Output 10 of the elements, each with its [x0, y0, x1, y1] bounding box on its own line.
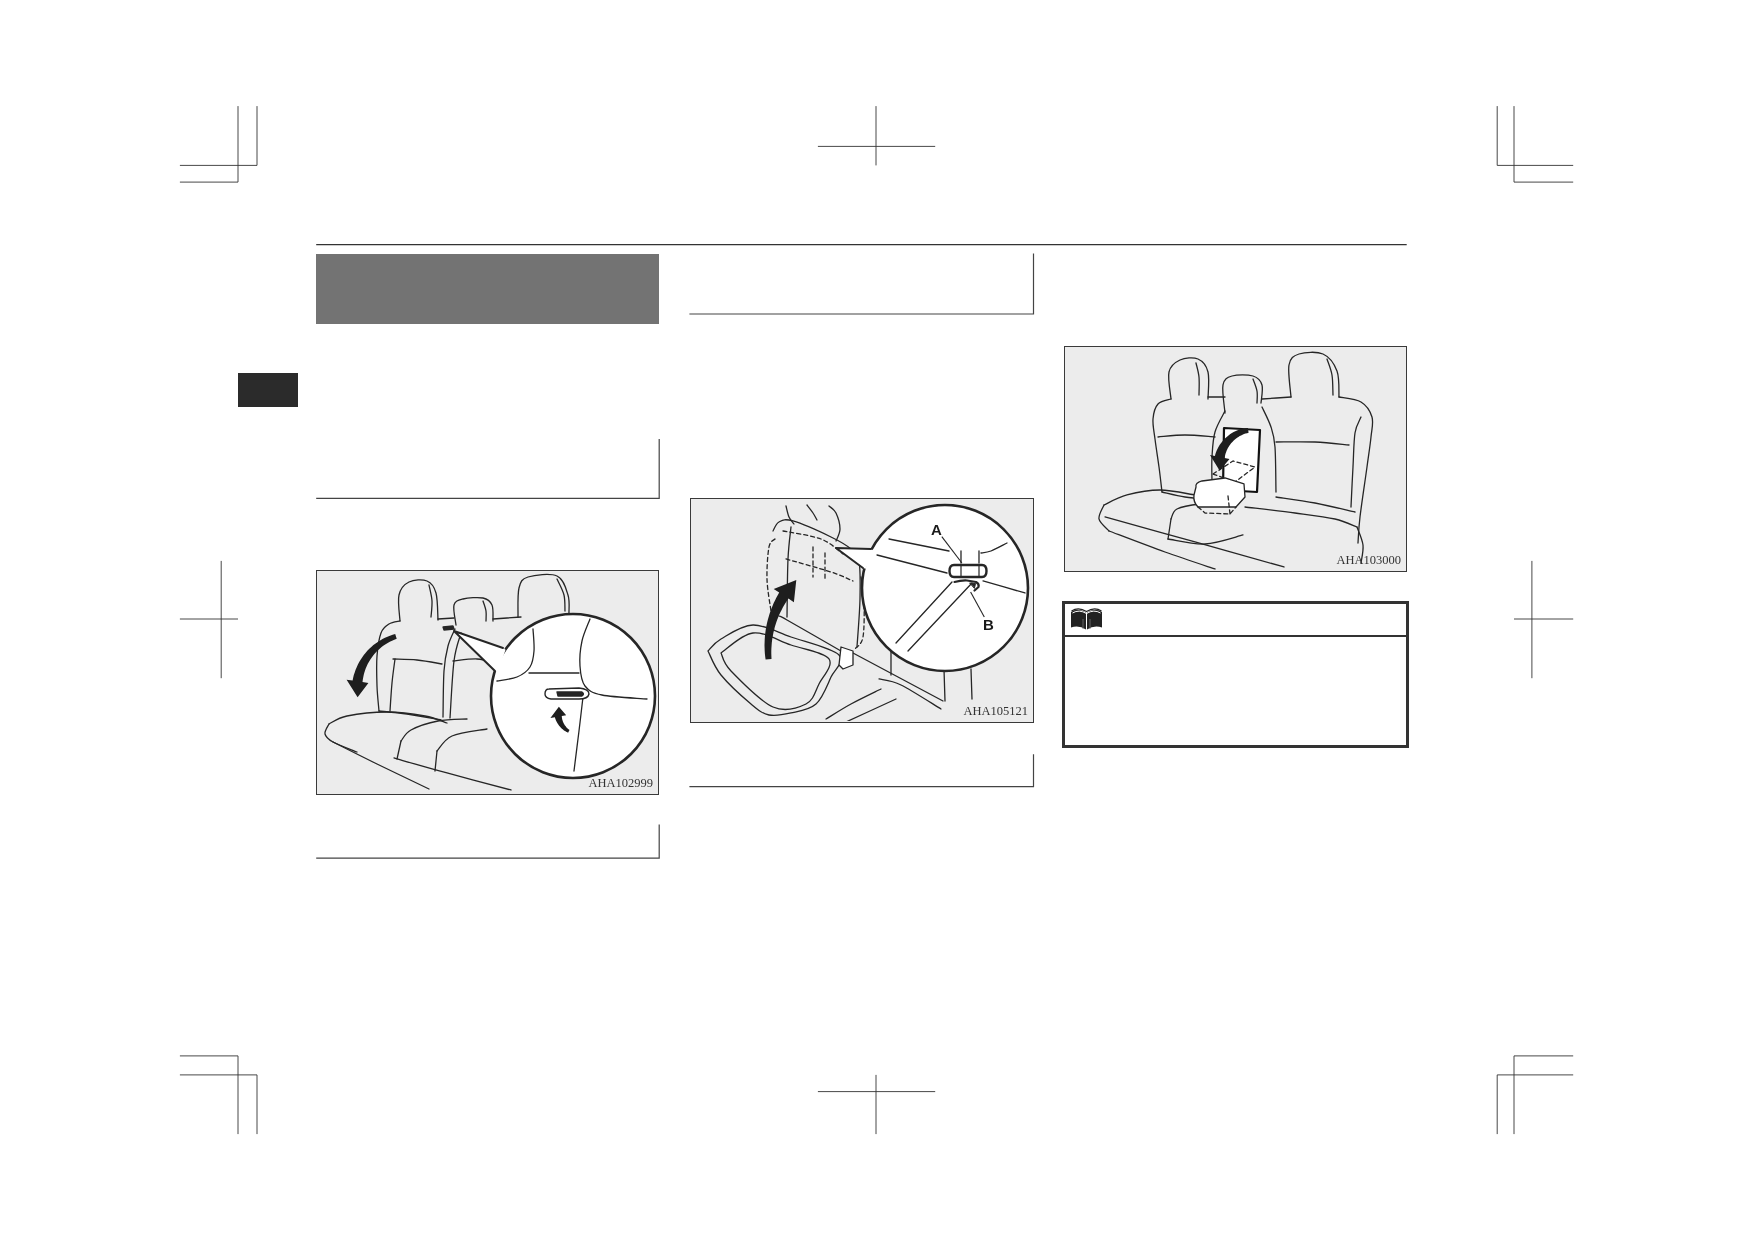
leader-line	[970, 591, 985, 618]
strap-hook	[953, 579, 981, 592]
figure-code: AHA102999	[588, 777, 653, 791]
leader-line	[941, 536, 963, 564]
callout-letter: A	[931, 522, 942, 537]
figure-code: AHA103000	[1336, 554, 1401, 568]
stay-collar	[948, 563, 988, 579]
callout-letter: B	[983, 617, 994, 632]
heading-bar	[316, 253, 659, 324]
figure-code: AHA105121	[963, 705, 1028, 719]
